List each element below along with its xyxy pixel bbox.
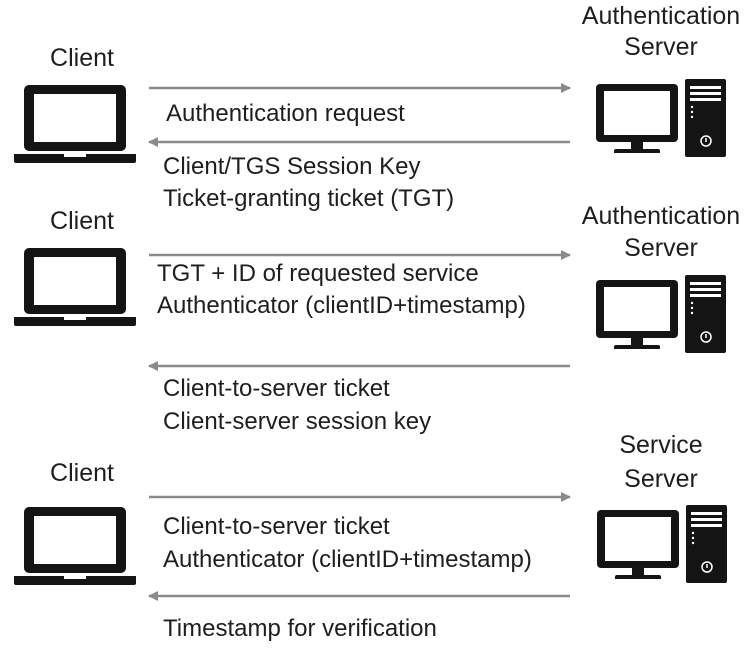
step-1: Client Authentication Server Authenticat… bbox=[14, 2, 740, 212]
client-label: Client bbox=[50, 207, 114, 235]
message-to-client-line-1: Client/TGS Session Key bbox=[163, 153, 420, 180]
message-to-server-line-2: Authenticator (clientID+timestamp) bbox=[163, 546, 532, 573]
desktop-computer-icon bbox=[595, 274, 727, 354]
step-3: Client Service Server Client-to-server t… bbox=[14, 431, 728, 642]
server-label-line-1: Authentication bbox=[582, 202, 740, 230]
message-to-server-line-1: Client-to-server ticket bbox=[163, 513, 390, 540]
message-to-client-line-2: Client-server session key bbox=[163, 408, 431, 435]
message-to-server-line-1: Authentication request bbox=[166, 100, 405, 127]
server-label-line-1: Authentication bbox=[582, 2, 740, 30]
client-label: Client bbox=[50, 459, 114, 487]
laptop-icon bbox=[14, 248, 136, 326]
server-label-line-2: Server bbox=[624, 33, 698, 61]
step-2: Client Authentication Server TGT + ID of… bbox=[14, 202, 740, 435]
client-label: Client bbox=[50, 44, 114, 72]
laptop-icon bbox=[14, 85, 136, 163]
desktop-computer-icon bbox=[596, 504, 728, 584]
server-label-line-2: Server bbox=[624, 465, 698, 493]
message-to-server-line-1: TGT + ID of requested service bbox=[157, 260, 479, 287]
message-to-client-line-2: Ticket-granting ticket (TGT) bbox=[163, 185, 454, 212]
server-label-line-1: Service bbox=[619, 431, 702, 459]
message-to-client-line-1: Client-to-server ticket bbox=[163, 375, 390, 402]
message-to-server-line-2: Authenticator (clientID+timestamp) bbox=[157, 292, 526, 319]
server-label-line-2: Server bbox=[624, 234, 698, 262]
laptop-icon bbox=[14, 507, 136, 585]
desktop-computer-icon bbox=[595, 78, 727, 158]
message-to-client-line-1: Timestamp for verification bbox=[163, 615, 437, 642]
